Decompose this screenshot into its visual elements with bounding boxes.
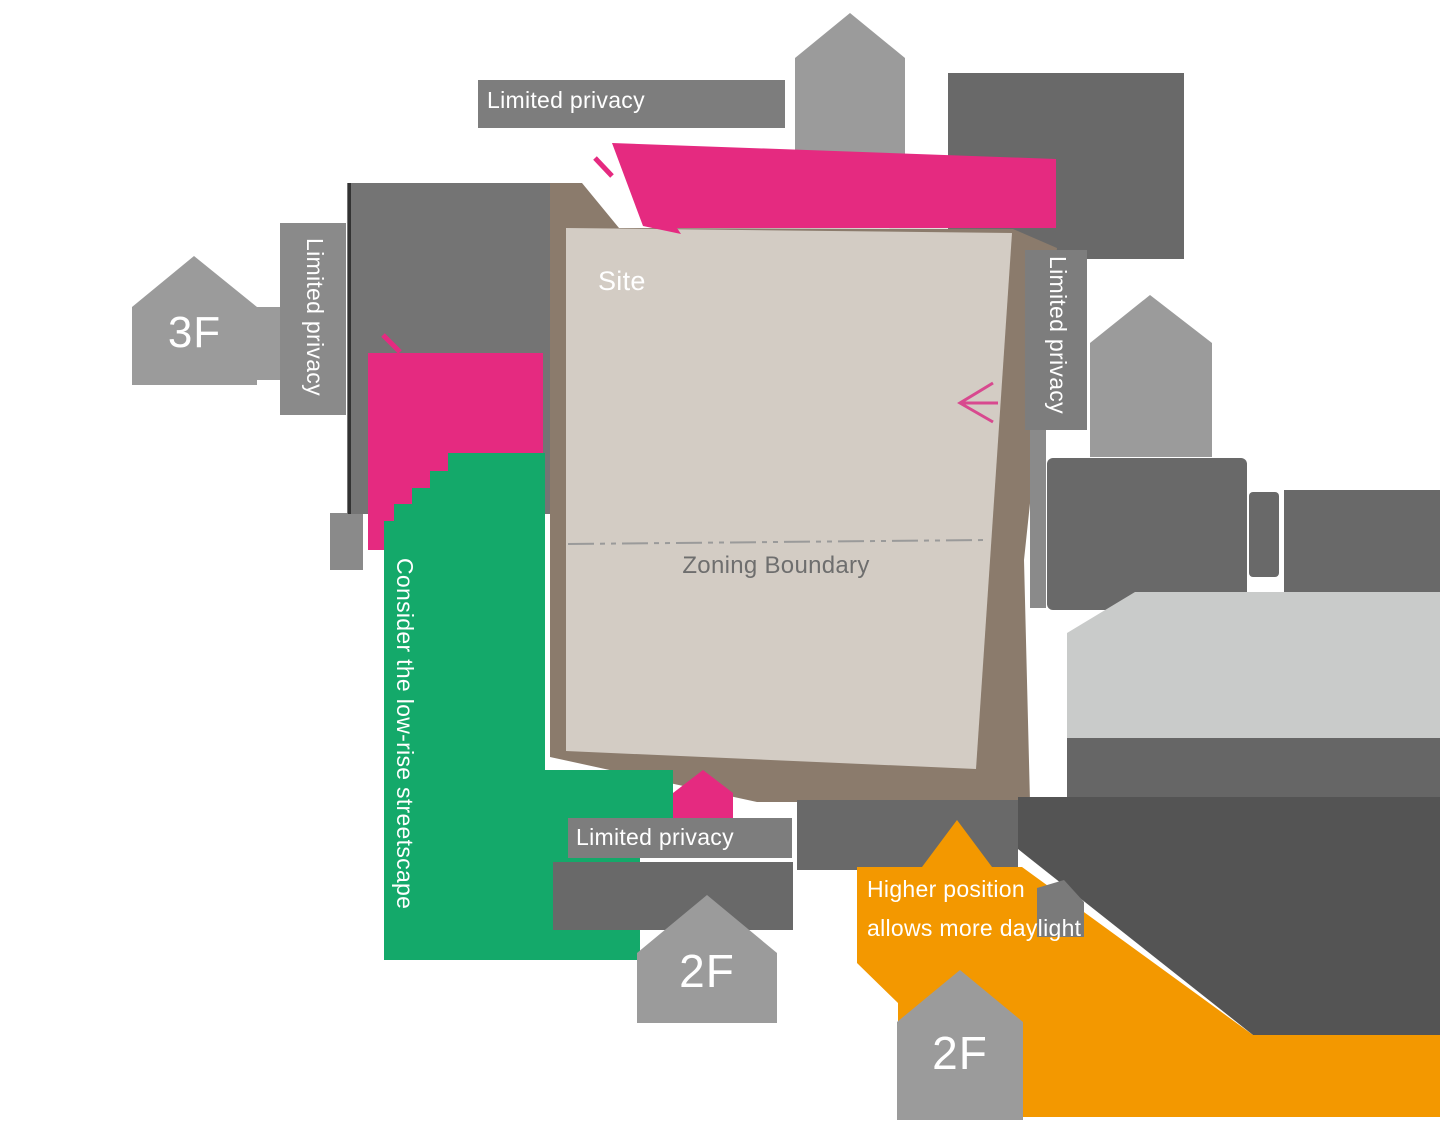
privacy-arrow-south-icon: [673, 770, 733, 822]
zoning-boundary-label: Zoning Boundary: [682, 552, 870, 579]
daylight-label: Higher position allows more daylight: [867, 870, 1081, 948]
house-southeast-floors-label: 2F: [932, 1027, 988, 1079]
privacy-right-label: Limited privacy: [1045, 256, 1071, 414]
privacy-left-box: [280, 223, 346, 415]
privacy-arrow-north-tail: [593, 156, 614, 178]
building-west-sliver: [330, 513, 363, 570]
house-north-icon: [795, 13, 905, 155]
house-west-wing: [257, 307, 281, 380]
house-south-icon: [637, 895, 777, 1023]
house-east-icon: [1090, 295, 1212, 457]
band-southeast-dark: [1018, 797, 1440, 1035]
building-east-bar: [1249, 492, 1279, 577]
building-east-light: [1067, 592, 1440, 738]
zoning-boundary-line: [567, 539, 987, 545]
privacy-arrow-north: [612, 143, 1056, 234]
privacy-top-box: [478, 80, 785, 128]
daylight-label-line1: Higher position: [867, 876, 1025, 902]
building-far-east: [1284, 490, 1440, 592]
site-area: [566, 228, 1012, 769]
privacy-left-label: Limited privacy: [302, 238, 328, 396]
privacy-arrow-west-tail: [381, 333, 402, 354]
house-south-floors-label: 2F: [679, 945, 735, 997]
band-east: [1067, 738, 1440, 797]
house-cutout-icon: [1037, 880, 1084, 937]
privacy-bottom-label: Limited privacy: [576, 824, 734, 850]
privacy-right-box: [1025, 250, 1087, 430]
building-east-lower: [1047, 458, 1247, 610]
house-west-floors-label: 3F: [167, 308, 222, 357]
privacy-top-label: Limited privacy: [487, 87, 645, 113]
daylight-label-line2: allows more daylight: [867, 915, 1082, 941]
privacy-bottom-box: [568, 818, 792, 858]
building-west-edge: [348, 183, 351, 514]
building-east-sliver: [1030, 428, 1046, 608]
building-south: [553, 862, 793, 930]
streetscape-label: Consider the low-rise streetscape: [392, 558, 418, 910]
house-west-icon: [132, 256, 257, 385]
site-label: Site: [598, 266, 646, 296]
house-southeast-icon: [897, 970, 1023, 1120]
